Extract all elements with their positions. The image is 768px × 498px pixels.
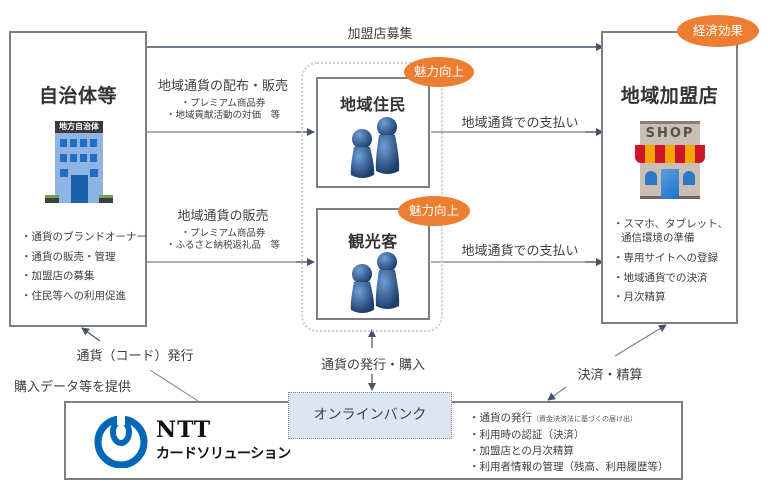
merchant-bullet: ・専用サイトへの登録 xyxy=(613,252,718,264)
merchant-title: 地域加盟店 xyxy=(620,85,719,107)
ntt-bullet-main: ・利用者情報の管理（残高、利用履歴等） xyxy=(469,461,669,473)
people-figures-icon xyxy=(350,117,400,178)
shop-icon: SHOP xyxy=(635,121,705,199)
arrow-settlement-down xyxy=(547,386,567,401)
ntt-bullet-main: ・加盟店との月次精算 xyxy=(469,445,574,457)
recruit-merchants-label: 加盟店募集 xyxy=(347,27,413,42)
distribution-flow: 地域通貨の配布・販売 ・プレミアム商品券 ・地域貢献活動の対価 等 xyxy=(148,75,298,122)
tourists-badge: 魅力向上 xyxy=(398,196,470,226)
ntt-logo-text: NTT xyxy=(156,417,212,443)
municipality-bullet: ・加盟店の募集 xyxy=(21,270,95,282)
municipality-bullet: ・通貨の販売・管理 xyxy=(21,250,116,263)
merchant-bullets: ・スマホ、タブレット、 通信環境の準備 ・専用サイトへの登録 ・地域通貨での決済… xyxy=(613,217,728,308)
payment-label-residents: 地域通貨での支払い xyxy=(461,116,579,131)
ntt-logo-icon xyxy=(94,415,148,468)
distribution-sub: ・地域貢献活動の対価 等 xyxy=(165,110,280,121)
payment-label-tourists: 地域通貨での支払い xyxy=(461,244,579,259)
tourists-title: 観光客 xyxy=(348,232,398,251)
municipal-building-icon: 地方自治体 xyxy=(45,121,113,209)
merchant-bullet: ・地域通貨での決済 xyxy=(613,271,708,284)
distribution-sub: ・プレミアム商品券 xyxy=(180,98,266,109)
ntt-bullet: ・加盟店との月次精算 xyxy=(469,443,669,459)
residents-title: 地域住民 xyxy=(339,95,406,114)
municipality-box: 自治体等 地方自治体 ・通貨のブランドオーナー ・通貨の販売・管理 ・加盟店の募… xyxy=(9,31,147,327)
people-figures-icon xyxy=(350,252,400,313)
online-bank-box: オンラインバンク xyxy=(288,392,452,439)
settlement-label: 決済・精算 xyxy=(577,368,643,383)
sales-flow: 地域通貨の販売 ・プレミアム商品券 ・ふるさと納税返礼品 等 xyxy=(148,205,298,252)
sales-sub: ・プレミアム商品券 xyxy=(180,228,266,239)
sales-label: 地域通貨の販売 xyxy=(177,209,269,224)
merchant-bullet: ・月次精算 xyxy=(613,291,666,303)
ntt-bullets: ・通貨の発行（資金決済法に基づくの届け出） ・利用時の認証（決済） ・加盟店との… xyxy=(469,410,669,475)
municipality-bullets: ・通貨のブランドオーナー ・通貨の販売・管理 ・加盟店の募集 ・住民等への利用促… xyxy=(21,228,147,306)
ntt-logo-subtext: カードソリューション xyxy=(156,446,291,462)
tourists-box: 観光客 xyxy=(316,208,430,320)
arrow-issue-code xyxy=(81,327,101,342)
ntt-bullet-main: ・利用時の認証（決済） xyxy=(469,429,585,441)
line-provide-data xyxy=(149,369,199,402)
residents-badge: 魅力向上 xyxy=(404,57,474,87)
issue-purchase-label: 通貨の発行・購入 xyxy=(320,358,425,373)
ntt-bullet: ・利用時の認証（決済） xyxy=(469,427,669,443)
arrow-settlement-up xyxy=(614,324,667,357)
ntt-bullet-main: ・通貨の発行 xyxy=(469,412,532,424)
merchant-bullet: 通信環境の準備 xyxy=(621,232,695,244)
ntt-bullet: ・利用者情報の管理（残高、利用履歴等） xyxy=(469,459,669,475)
municipality-bullet: ・住民等への利用促進 xyxy=(21,289,126,302)
issue-code-label: 通貨（コード）発行 xyxy=(76,349,194,364)
residents-box: 地域住民 xyxy=(316,77,430,188)
distribution-label: 地域通貨の配布・販売 xyxy=(157,79,288,94)
ntt-bullet-note: （資金決済法に基づくの届け出） xyxy=(532,415,637,423)
merchant-bullet: ・スマホ、タブレット、 xyxy=(613,218,728,230)
merchant-badge: 経済効果 xyxy=(677,15,759,47)
municipality-bullet: ・通貨のブランドオーナー xyxy=(21,231,147,243)
merchant-box: 地域加盟店 SHOP ・スマホ、タブレット、 通信環境の準備 ・専用サイトへの登… xyxy=(601,31,738,324)
ntt-bullet: ・通貨の発行（資金決済法に基づくの届け出） xyxy=(469,410,669,427)
municipality-title: 自治体等 xyxy=(38,85,117,107)
provide-data-label: 購入データ等を提供 xyxy=(14,380,132,395)
sales-sub: ・ふるさと納税返礼品 等 xyxy=(165,240,280,251)
